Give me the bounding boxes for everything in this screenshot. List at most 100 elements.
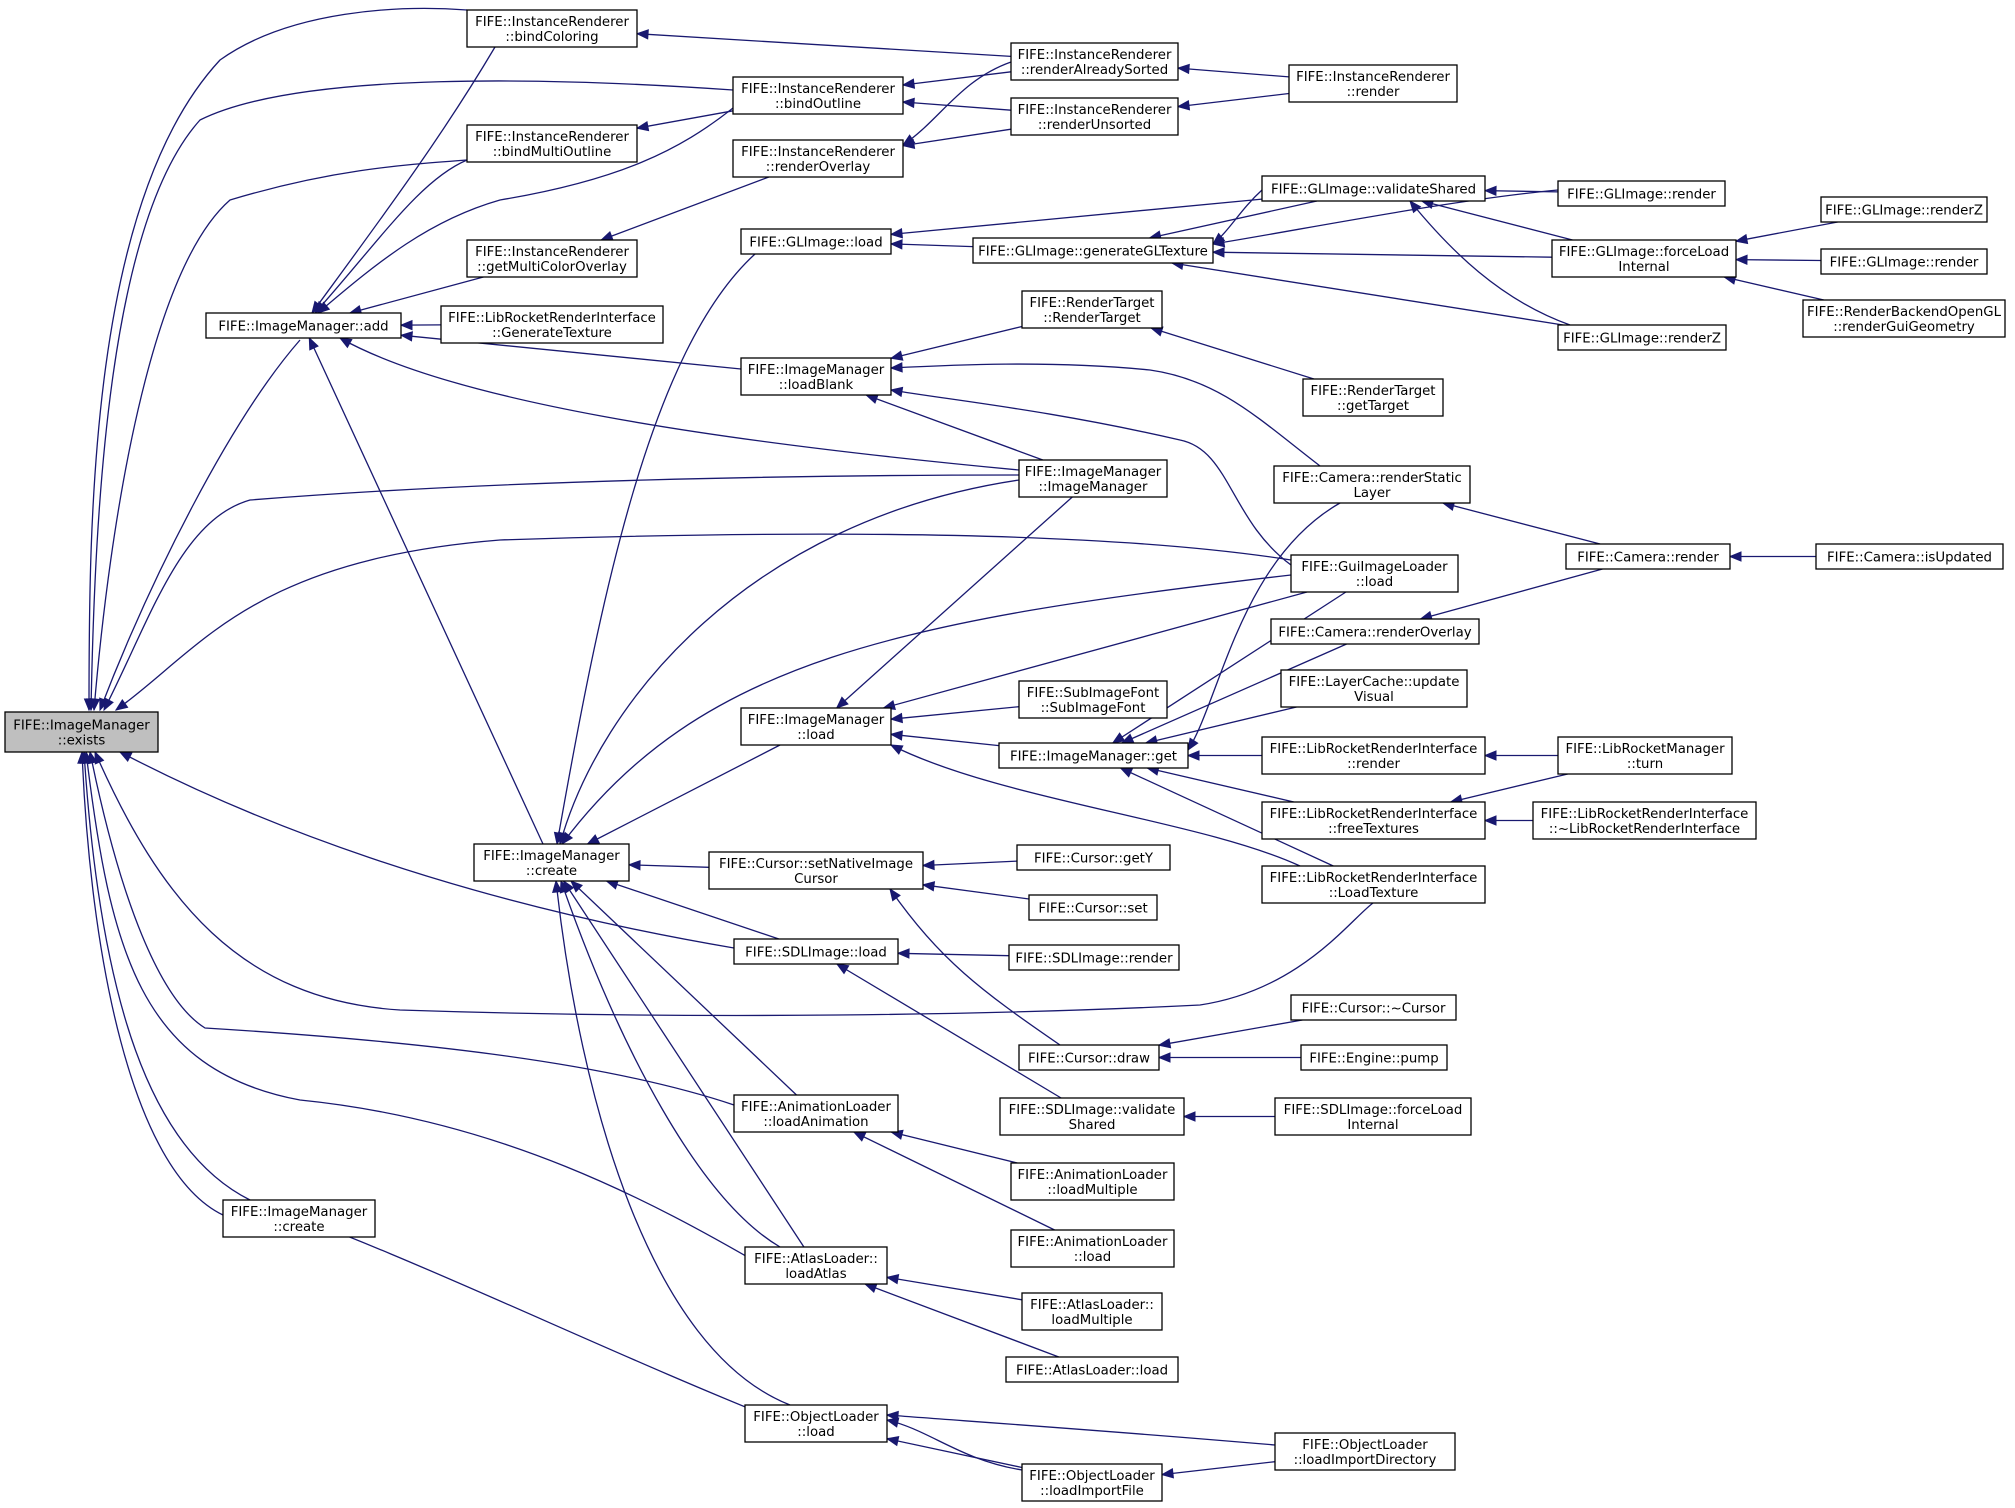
node-gl-renderZ1[interactable]: FIFE::GLImage::renderZ: [1820, 196, 1988, 223]
edge-arrowhead: [570, 880, 583, 893]
node-cam-renderOverlay[interactable]: FIFE::Camera::renderOverlay: [1270, 618, 1480, 645]
edge-line: [628, 864, 710, 868]
node-im-loadBlank[interactable]: FIFE::ImageManager::loadBlank: [740, 357, 892, 396]
edge-sdl_load-to-exists: [118, 751, 735, 949]
edge-line: [1212, 251, 1553, 258]
node-lrm-turn[interactable]: FIFE::LibRocketManager::turn: [1557, 736, 1733, 775]
node-ol-loadImportDirectory[interactable]: FIFE::ObjectLoader::loadImportDirectory: [1274, 1432, 1456, 1471]
node-atl-loadMultiple[interactable]: FIFE::AtlasLoader::loadMultiple: [1021, 1292, 1163, 1331]
node-box: [733, 1094, 899, 1133]
edge-line: [1735, 221, 1838, 242]
node-rt-getTarget[interactable]: FIFE::RenderTarget::getTarget: [1302, 378, 1444, 417]
node-sif-SubImageFont[interactable]: FIFE::SubImageFont::SubImageFont: [1018, 680, 1168, 719]
node-label-line: ::renderOverlay: [766, 160, 871, 175]
node-lrri-freeTextures[interactable]: FIFE::LibRocketRenderInterface::freeText…: [1261, 801, 1486, 840]
edge-cam_renderStaticLayer-to-im_loadBlank: [889, 362, 1321, 467]
edge-line: [89, 751, 735, 1106]
node-lrri-GenerateTexture[interactable]: FIFE::LibRocketRenderInterface::Generate…: [440, 305, 664, 344]
edge-ol_loadImportFile-to-ol_load: [885, 1435, 1023, 1469]
node-label-line: FIFE::SDLImage::validate: [1009, 1103, 1176, 1118]
node-sdl-validateShared[interactable]: FIFE::SDLImage::validateShared: [999, 1097, 1185, 1136]
node-im-add[interactable]: FIFE::ImageManager::add: [205, 312, 402, 339]
node-exists[interactable]: FIFE::ImageManager::exists: [4, 711, 159, 753]
node-label-line: ::ImageManager: [1039, 480, 1148, 495]
node-ir-renderAlreadySorted[interactable]: FIFE::InstanceRenderer::renderAlreadySor…: [1010, 42, 1179, 81]
node-gl-generateGLTexture[interactable]: FIFE::GLImage::generateGLTexture: [972, 237, 1214, 264]
node-gl-load[interactable]: FIFE::GLImage::load: [740, 228, 892, 255]
node-cur-getY[interactable]: FIFE::Cursor::getY: [1016, 844, 1171, 871]
node-ir-bindColoring[interactable]: FIFE::InstanceRenderer::bindColoring: [466, 9, 638, 48]
node-ir-bindOutline[interactable]: FIFE::InstanceRenderer::bindOutline: [732, 76, 904, 115]
node-ol-load[interactable]: FIFE::ObjectLoader::load: [744, 1404, 888, 1443]
edge-im_ImageManager-to-im_create1: [558, 479, 1020, 846]
edge-ol_load-to-exists: [79, 750, 791, 1426]
edge-line: [1147, 767, 1294, 803]
edge-line: [1171, 262, 1564, 326]
node-ir-getMultiColorOverlay[interactable]: FIFE::InstanceRenderer::getMultiColorOve…: [466, 239, 638, 278]
edge-line: [890, 243, 974, 248]
nodes-layer: FIFE::ImageManager::exists FIFE::Instance…: [4, 9, 2006, 1502]
node-label-line: FIFE::Camera::isUpdated: [1827, 551, 1992, 566]
node-al-loadMultiple[interactable]: FIFE::AnimationLoader::loadMultiple: [1010, 1162, 1175, 1201]
node-label-line: ::loadAnimation: [763, 1115, 868, 1130]
node-rbogl-renderGuiGeometry[interactable]: FIFE::RenderBackendOpenGL::renderGuiGeom…: [1802, 299, 2006, 338]
node-cam-isUpdated[interactable]: FIFE::Camera::isUpdated: [1815, 543, 2004, 570]
node-eng-pump[interactable]: FIFE::Engine::pump: [1300, 1044, 1448, 1071]
node-box: [732, 76, 904, 115]
node-ir-renderUnsorted[interactable]: FIFE::InstanceRenderer::renderUnsorted: [1010, 97, 1179, 136]
node-al-load[interactable]: FIFE::AnimationLoader::load: [1010, 1229, 1175, 1268]
node-gl-validateShared[interactable]: FIFE::GLImage::validateShared: [1261, 175, 1486, 202]
node-rt-RenderTarget[interactable]: FIFE::RenderTarget::RenderTarget: [1021, 290, 1163, 329]
edge-line: [570, 880, 797, 1096]
node-im-ImageManager[interactable]: FIFE::ImageManager::ImageManager: [1018, 459, 1168, 498]
node-cur-set[interactable]: FIFE::Cursor::set: [1028, 894, 1158, 921]
node-box: [1008, 944, 1180, 971]
node-box: [1300, 1044, 1448, 1071]
node-gil-load[interactable]: FIFE::GuiImageLoader::load: [1290, 554, 1459, 593]
edge-sdl_validateShared-to-sdl_load: [835, 963, 1062, 1099]
node-sdl-render[interactable]: FIFE::SDLImage::render: [1008, 944, 1180, 971]
node-label-line: ::loadImportDirectory: [1294, 1453, 1437, 1468]
node-label-line: FIFE::AtlasLoader::: [754, 1252, 878, 1267]
node-box: [999, 1097, 1185, 1136]
edge-arrowhead: [889, 239, 903, 250]
edge-gl_renderZ2-to-gl_generateGLTexture: [1170, 259, 1564, 326]
node-ol-loadImportFile[interactable]: FIFE::ObjectLoader::loadImportFile: [1021, 1463, 1163, 1502]
node-im-load[interactable]: FIFE::ImageManager::load: [740, 707, 892, 746]
node-box: [466, 239, 638, 278]
node-lrri-LoadTexture[interactable]: FIFE::LibRocketRenderInterface::LoadText…: [1261, 865, 1486, 904]
edge-line: [891, 1131, 1018, 1164]
node-im-create2[interactable]: FIFE::ImageManager::create: [222, 1199, 376, 1238]
node-cam-render[interactable]: FIFE::Camera::render: [1565, 543, 1731, 570]
node-gl-renderZ2[interactable]: FIFE::GLImage::renderZ: [1557, 324, 1727, 351]
edge-arrowhead: [889, 730, 903, 741]
node-lrri-render[interactable]: FIFE::LibRocketRenderInterface::render: [1261, 736, 1486, 775]
edge-arrowhead: [1734, 233, 1749, 245]
edge-arrowhead: [338, 337, 353, 349]
node-im-get[interactable]: FIFE::ImageManager::get: [998, 742, 1189, 769]
node-cur-dtor[interactable]: FIFE::Cursor::~Cursor: [1290, 994, 1457, 1021]
edge-lrri_dtor-to-lrri_freeTextures: [1483, 815, 1533, 826]
node-cur-draw[interactable]: FIFE::Cursor::draw: [1018, 1044, 1160, 1071]
node-box: [1010, 1162, 1175, 1201]
node-label-line: FIFE::LibRocketManager: [1565, 742, 1725, 757]
node-label-line: FIFE::ImageManager: [483, 849, 620, 864]
node-atl-load[interactable]: FIFE::AtlasLoader::load: [1005, 1356, 1179, 1383]
node-ir-bindMultiOutline[interactable]: FIFE::InstanceRenderer::bindMultiOutline: [466, 124, 638, 163]
node-label-line: FIFE::LibRocketRenderInterface: [1541, 807, 1749, 822]
node-gl-render1[interactable]: FIFE::GLImage::render: [1557, 180, 1726, 207]
edge-arrowhead: [921, 881, 936, 892]
node-atl-loadAtlas[interactable]: FIFE::AtlasLoader::loadAtlas: [744, 1246, 888, 1285]
node-lrri-dtor[interactable]: FIFE::LibRocketRenderInterface::~LibRock…: [1532, 801, 1757, 840]
node-ir-renderOverlay[interactable]: FIFE::InstanceRenderer::renderOverlay: [732, 139, 904, 178]
node-im-create1[interactable]: FIFE::ImageManager::create: [473, 843, 630, 882]
node-gl-render2[interactable]: FIFE::GLImage::render: [1820, 248, 1988, 275]
node-sdl-load[interactable]: FIFE::SDLImage::load: [733, 938, 899, 965]
node-ir-render[interactable]: FIFE::InstanceRenderer::render: [1288, 64, 1458, 103]
node-al-loadAnimation[interactable]: FIFE::AnimationLoader::loadAnimation: [733, 1094, 899, 1133]
